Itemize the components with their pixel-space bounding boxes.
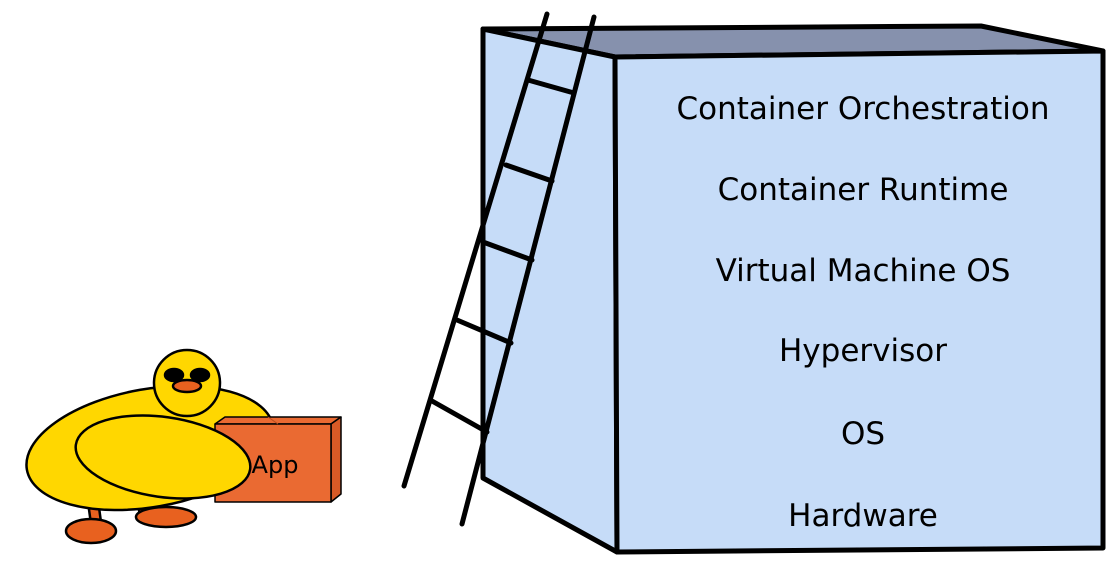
duck-beak (171, 378, 203, 394)
ladder-rail-left (401, 11, 550, 489)
duck-eye-left (163, 367, 185, 383)
layer-hardware: Hardware (788, 498, 938, 534)
layer-os: OS (841, 416, 885, 452)
app-box-label: App (252, 451, 299, 479)
stack-box: Container Orchestration Container Runtim… (480, 23, 1106, 555)
ladder-rung (429, 398, 490, 435)
app-box-side (330, 416, 342, 503)
duck-foot-left (64, 517, 118, 545)
layer-hypervisor: Hypervisor (779, 333, 947, 369)
ladder-rail-right (459, 14, 597, 527)
app-box-top (214, 416, 342, 425)
layer-container-orchestration: Container Orchestration (677, 91, 1050, 127)
stack-box-front (612, 48, 1106, 555)
ladder-rung (525, 77, 577, 96)
cardboard-box-icon (214, 416, 342, 503)
ladder-rung (454, 317, 514, 346)
ladder-rung (480, 239, 535, 263)
duck-foot-right (134, 505, 198, 529)
layer-virtual-machine-os: Virtual Machine OS (716, 253, 1011, 289)
app-box-tape (267, 416, 279, 425)
layer-container-runtime: Container Runtime (718, 172, 1009, 208)
stack-box-side (480, 26, 620, 555)
ladder-icon (401, 11, 597, 527)
duck-wing (74, 414, 252, 500)
duck-eye-right (189, 367, 211, 383)
ladder-rung (503, 162, 555, 184)
